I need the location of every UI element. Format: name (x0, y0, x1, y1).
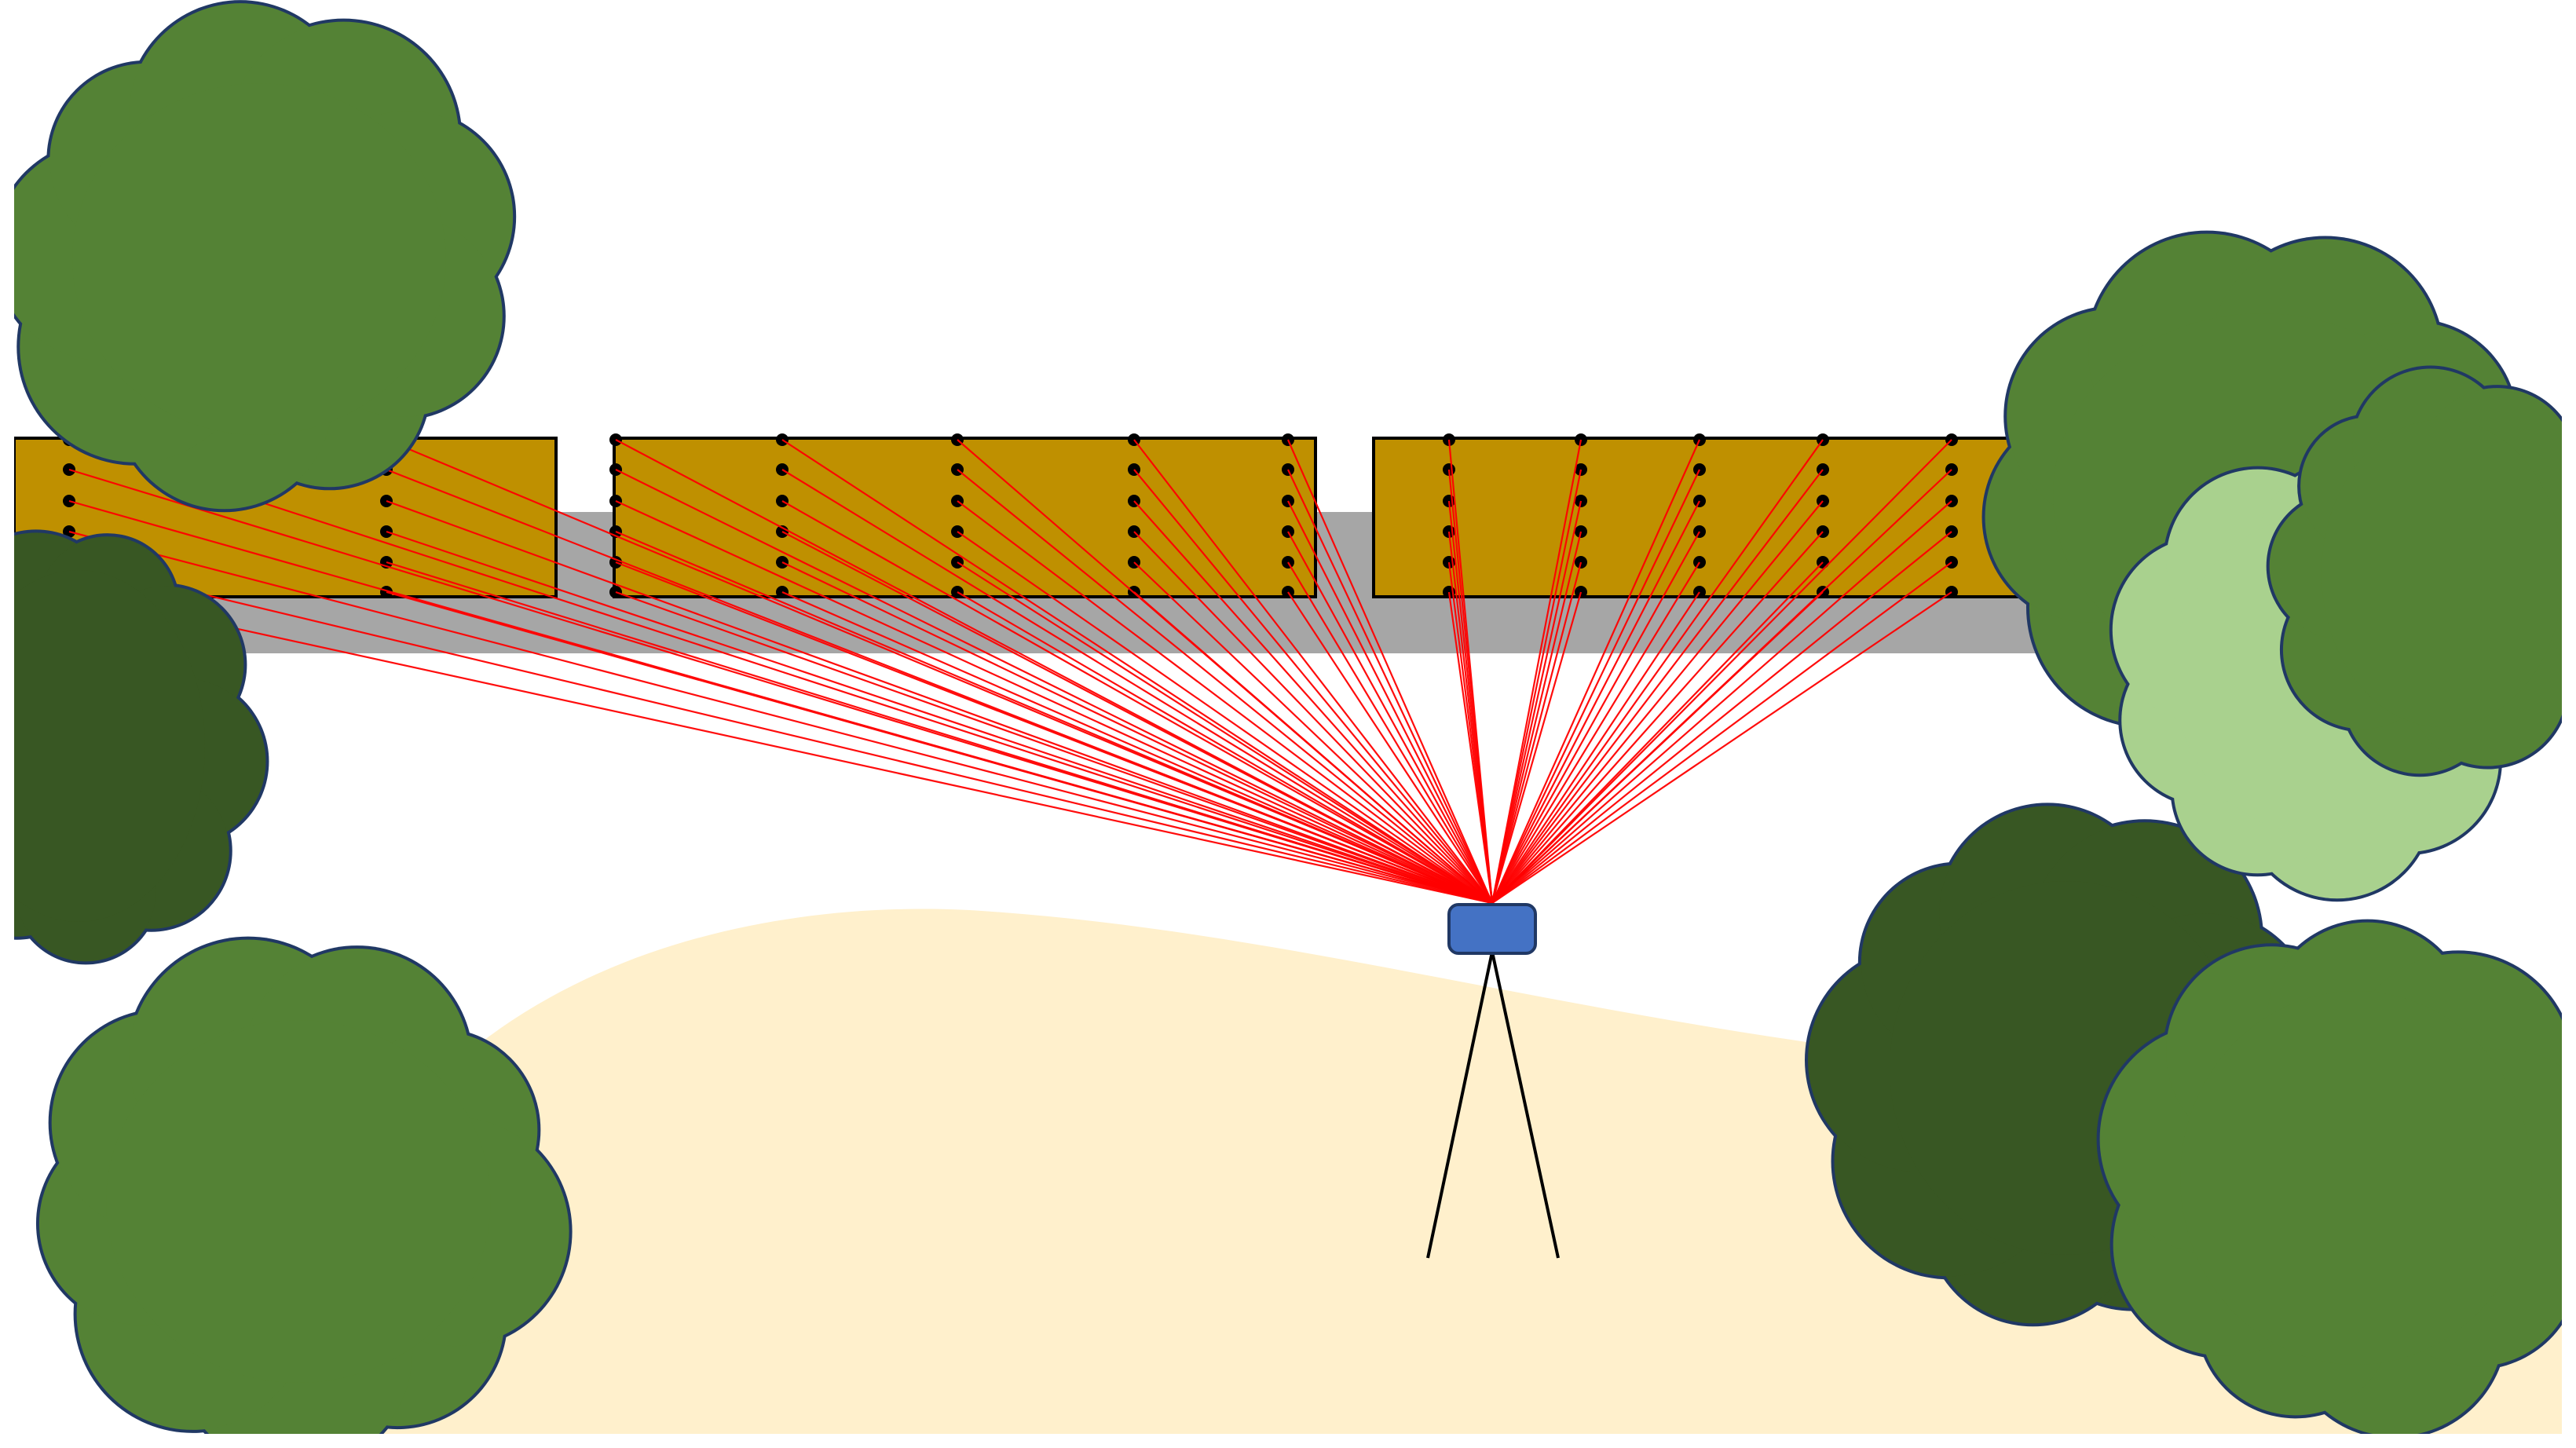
sight-line (1491, 500, 1952, 904)
sight-line (781, 439, 1493, 904)
sight-line (615, 561, 1493, 905)
sight-line (386, 530, 1493, 905)
sight-line (1287, 469, 1493, 904)
sight-line (781, 591, 1493, 905)
sight-line (957, 469, 1493, 904)
right-margin (2562, 0, 2576, 1448)
sight-line (1286, 439, 1494, 904)
sight-line (615, 530, 1493, 905)
sight-line (68, 591, 1493, 905)
sight-line (1491, 439, 1952, 904)
sight-line (1133, 591, 1493, 904)
sight-line (386, 591, 1493, 905)
building-2 (613, 437, 1317, 598)
sight-line (1491, 561, 1824, 904)
tree-core (72, 83, 446, 435)
tree-icon (2266, 365, 2576, 777)
tree-icon (0, 529, 269, 965)
sight-line (781, 469, 1493, 904)
sight-line (386, 561, 1493, 905)
sight-line (1287, 531, 1493, 904)
tree-icon (0, 0, 517, 513)
scanner-icon (1447, 903, 1537, 955)
sight-line (1287, 591, 1493, 904)
sight-line (1491, 469, 1583, 904)
sight-line (1287, 500, 1493, 904)
sight-line (68, 561, 1493, 905)
bottom-margin (0, 1434, 2576, 1448)
sight-line (1491, 561, 1583, 904)
sight-line (1491, 500, 1824, 904)
sight-line (1491, 531, 1700, 904)
sight-line (1491, 531, 1952, 904)
tree-core (2322, 419, 2563, 727)
sight-line (1491, 531, 1583, 904)
sight-line (957, 561, 1493, 904)
sight-line (1491, 591, 1700, 904)
laser-scanner (1426, 903, 1560, 1259)
sight-lines (68, 438, 1952, 905)
sight-line (1491, 469, 1824, 904)
sight-line (68, 530, 1493, 905)
sight-line (386, 499, 1493, 905)
sight-line (1491, 561, 1700, 904)
tree-core (0, 570, 205, 922)
tree-icon (2096, 919, 2576, 1439)
sight-line (1133, 500, 1493, 904)
sight-line (781, 561, 1493, 904)
sight-line (781, 500, 1493, 904)
sight-line (1491, 500, 1583, 904)
sight-line (1491, 531, 1824, 904)
sight-line (957, 591, 1493, 904)
sight-line (615, 500, 1493, 904)
tree-core (106, 1020, 491, 1383)
sight-line (1133, 531, 1493, 904)
sight-line (1287, 561, 1493, 904)
sight-line (1491, 439, 1824, 904)
sight-line (1491, 591, 1952, 904)
sight-line (957, 531, 1493, 904)
sight-line (1491, 469, 1952, 904)
sight-line (1133, 439, 1493, 904)
sight-line (1491, 500, 1700, 904)
sight-line (68, 438, 1493, 905)
sight-line (1491, 439, 1701, 904)
sight-line (1491, 439, 1583, 904)
sight-line (1491, 561, 1952, 904)
sight-line (1491, 591, 1583, 904)
sight-line (1133, 469, 1493, 904)
building-3 (1372, 437, 2027, 598)
tripod-leg-left (1426, 951, 1494, 1259)
tripod-leg-right (1491, 951, 1560, 1259)
sight-line (957, 500, 1493, 904)
sight-line (615, 469, 1493, 904)
tree-core (2180, 991, 2532, 1365)
tree-icon (35, 936, 573, 1448)
sight-line (615, 591, 1493, 905)
sight-line (1447, 591, 1494, 904)
sight-line (1491, 469, 1700, 904)
sight-line (1133, 561, 1493, 904)
sight-line (781, 531, 1493, 904)
left-margin (0, 0, 14, 1448)
